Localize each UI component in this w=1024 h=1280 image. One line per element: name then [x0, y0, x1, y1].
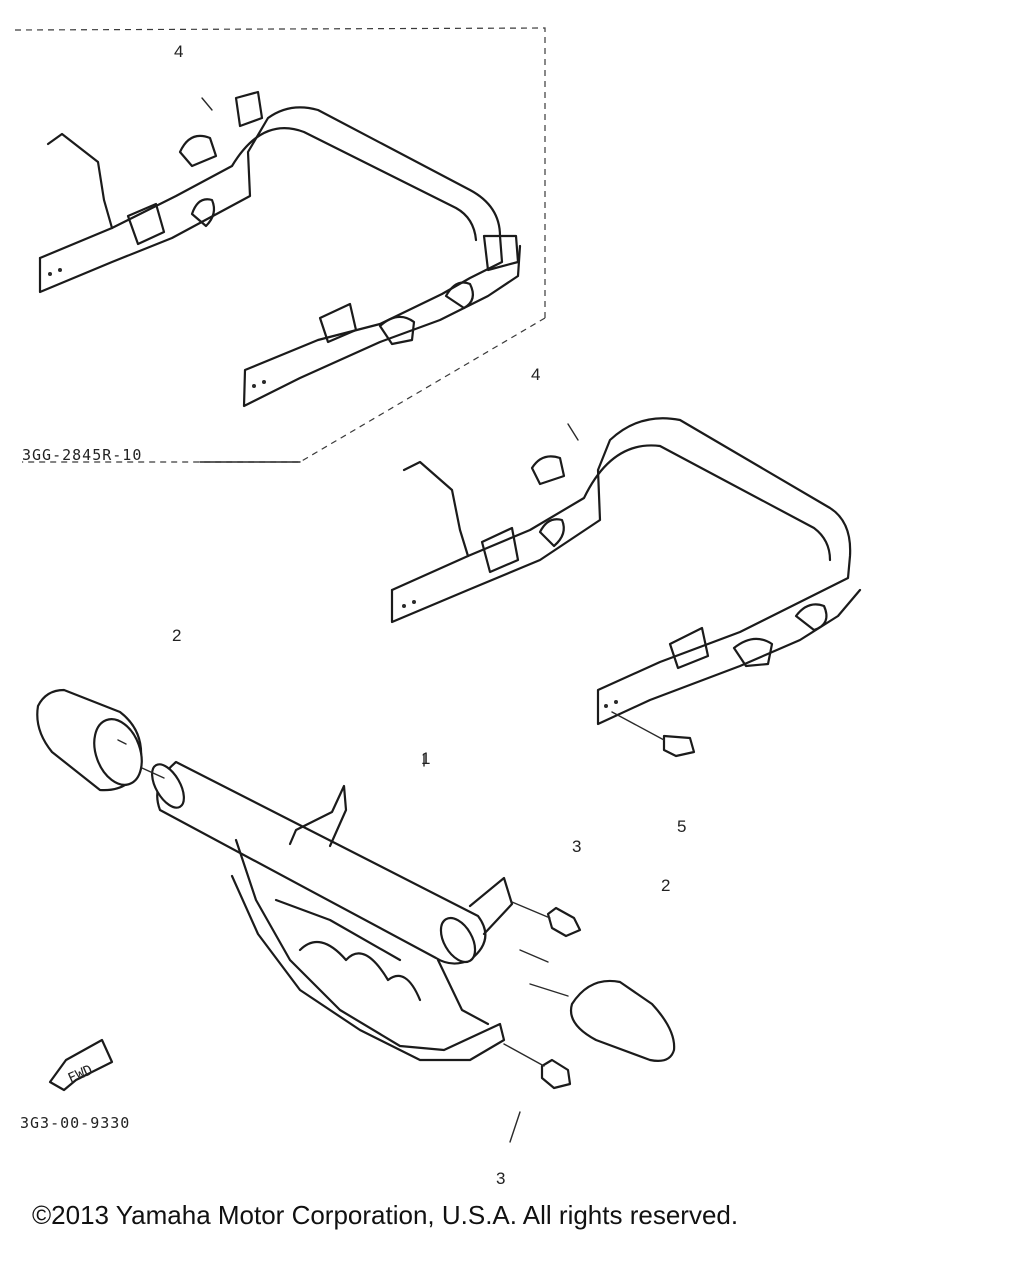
callout-upper-bracket: 4 — [174, 42, 183, 61]
callout-end-cap-right: 2 — [661, 876, 670, 895]
lower-rear-bracket — [390, 417, 862, 726]
bolt-right-bracket — [611, 711, 696, 758]
fwd-label: FWD — [66, 1062, 96, 1087]
bolt-upper — [511, 901, 582, 938]
callout-bolt-lower: 3 — [496, 1169, 505, 1188]
callout-lower-bracket: 4 — [531, 365, 540, 384]
callout-bolt-right: 5 — [677, 817, 686, 836]
callout-guard-bar: 1 — [421, 749, 430, 768]
fwd-direction-arrow-icon: FWD — [48, 1038, 114, 1092]
bolt-lower — [503, 1043, 572, 1090]
upper-rear-bracket — [38, 90, 522, 408]
callout-end-cap-left: 2 — [172, 626, 181, 645]
leader-lines — [141, 97, 579, 1143]
callout-bolt-upper: 3 — [572, 837, 581, 856]
guard-bar-assembly — [151, 760, 514, 1062]
copyright-notice: ©2013 Yamaha Motor Corporation, U.S.A. A… — [32, 1200, 739, 1230]
figure-code: 3G3-00-9330 — [20, 1114, 130, 1132]
end-cap-left — [36, 688, 143, 792]
upper-bracket-part-code: 3GG-2845R-10 — [22, 446, 142, 464]
optional-part-enclosure — [14, 27, 546, 463]
end-cap-right — [569, 979, 676, 1062]
